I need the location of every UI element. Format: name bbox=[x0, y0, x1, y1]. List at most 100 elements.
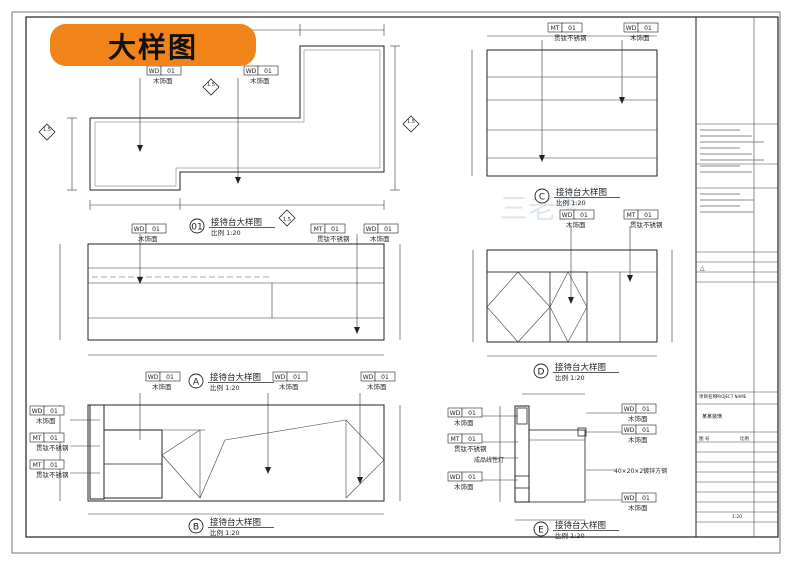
sheet-outer-border bbox=[11, 11, 781, 554]
tag-code: WD bbox=[626, 25, 637, 32]
elevation-b bbox=[59, 393, 401, 515]
view-scale: 比例 1:20 bbox=[555, 373, 585, 382]
tb-sheet-no-label: 图 号 bbox=[699, 436, 710, 442]
tag-number: 01 bbox=[293, 374, 301, 381]
tag-code: MT bbox=[627, 212, 636, 219]
view-scale: 比例 1:20 bbox=[555, 531, 585, 540]
elevation-a bbox=[59, 234, 401, 356]
view-title: 接待台大样图 bbox=[556, 187, 607, 198]
view-marker: D bbox=[538, 368, 545, 378]
tag-desc: 木饰面 bbox=[367, 382, 387, 391]
tag-desc: 木饰面 bbox=[628, 435, 648, 444]
tag-number: 01 bbox=[644, 212, 652, 219]
tag-desc: 木饰面 bbox=[153, 76, 173, 85]
tag-desc: 木饰面 bbox=[138, 234, 158, 243]
plan-mark-3: 1.5 bbox=[407, 119, 415, 125]
tag-number: 01 bbox=[167, 68, 175, 75]
tag-desc: 木饰面 bbox=[279, 382, 299, 391]
elevation-d bbox=[472, 226, 673, 357]
tag-desc: 贯钛不锈钢 bbox=[36, 470, 69, 479]
plan-mark-4: 1.5 bbox=[283, 217, 291, 223]
tag-number: 01 bbox=[468, 436, 476, 443]
view-scale: 比例 1:20 bbox=[210, 383, 240, 392]
tag-code: MT bbox=[551, 25, 560, 32]
tb-project-label-en: PROJECT NAME bbox=[716, 394, 747, 399]
tb-rev-symbol: △ bbox=[700, 265, 705, 272]
view-title: 接待台大样图 bbox=[210, 517, 261, 528]
tag-code: WD bbox=[363, 374, 374, 381]
tag-number: 01 bbox=[50, 462, 58, 469]
tag-number: 01 bbox=[264, 68, 272, 75]
tag-code: WD bbox=[149, 68, 160, 75]
tag-code: WD bbox=[275, 374, 286, 381]
tag-code: WD bbox=[366, 226, 377, 233]
view-title: 接待台大样图 bbox=[555, 362, 606, 373]
tag-desc: 木饰面 bbox=[628, 503, 648, 512]
tag-desc: 贯钛不锈钢 bbox=[630, 220, 663, 229]
tag-code: WD bbox=[246, 68, 257, 75]
tag-number: 01 bbox=[468, 474, 476, 481]
tb-scale-value: 1:20 bbox=[732, 514, 742, 520]
tag-desc: 贯钛不锈钢 bbox=[36, 443, 69, 452]
elevation-c bbox=[471, 35, 658, 177]
tag-code: MT bbox=[451, 436, 460, 443]
tag-desc: 贯钛不锈钢 bbox=[317, 234, 350, 243]
tag-code: WD bbox=[450, 474, 461, 481]
tag-desc: 木饰面 bbox=[36, 416, 56, 425]
tag-number: 01 bbox=[642, 495, 650, 502]
tag-desc: 木饰面 bbox=[152, 382, 172, 391]
tag-desc: 贯钛不锈钢 bbox=[554, 33, 587, 42]
tag-desc: 木饰面 bbox=[454, 418, 474, 427]
tag-number: 01 bbox=[152, 226, 160, 233]
view-marker: 01 bbox=[191, 223, 202, 233]
tag-number: 01 bbox=[568, 25, 576, 32]
tb-project-name: 某某装璜 bbox=[702, 413, 722, 420]
view-title: 接待台大样图 bbox=[210, 372, 261, 383]
tag-desc: 木饰面 bbox=[628, 414, 648, 423]
view-scale: 比例 1:20 bbox=[211, 228, 241, 237]
tag-number: 01 bbox=[381, 374, 389, 381]
plan-mark-2: 1.5 bbox=[43, 127, 51, 133]
view-scale: 比例 1:20 bbox=[210, 528, 240, 537]
tag-code: MT bbox=[33, 435, 42, 442]
view-marker-circle bbox=[188, 373, 204, 389]
tag-number: 01 bbox=[642, 406, 650, 413]
view-marker: B bbox=[193, 523, 199, 533]
tag-number: 01 bbox=[642, 427, 650, 434]
tb-scale-label: 比例 bbox=[740, 435, 749, 442]
view-marker-circle bbox=[533, 363, 549, 379]
tag-desc: 贯钛不锈钢 bbox=[454, 444, 487, 453]
tag-number: 01 bbox=[50, 408, 58, 415]
note-tube: 40×20×2镀锌方钢 bbox=[614, 467, 667, 475]
tag-desc: 木饰面 bbox=[250, 76, 270, 85]
view-scale: 比例 1:20 bbox=[556, 198, 586, 207]
tag-code: WD bbox=[450, 410, 461, 417]
tb-project-label: 项目名称 bbox=[699, 393, 717, 400]
tag-number: 01 bbox=[644, 25, 652, 32]
view-marker: C bbox=[539, 193, 545, 203]
view-marker-circle bbox=[188, 518, 204, 534]
